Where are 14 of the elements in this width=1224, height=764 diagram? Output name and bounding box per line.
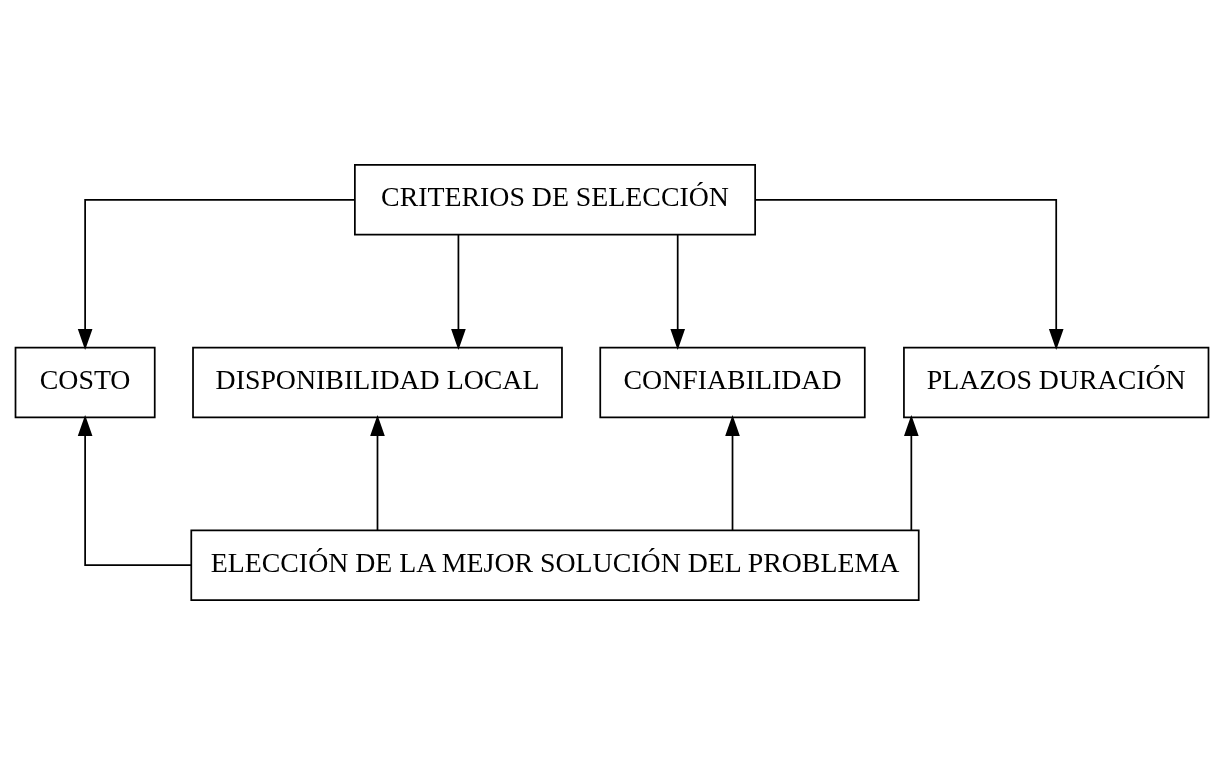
arrow — [754, 198, 1064, 350]
node-box: CRITERIOS DE SELECCIÓN — [354, 163, 756, 235]
arrow — [370, 414, 385, 531]
arrow — [725, 414, 740, 531]
arrow — [77, 198, 356, 350]
arrow — [904, 414, 919, 531]
node-box: PLAZOS DURACIÓN — [903, 346, 1210, 418]
arrow — [77, 414, 193, 566]
node-box: CONFIABILIDAD — [599, 346, 866, 418]
node-box: ELECCIÓN DE LA MEJOR SOLUCIÓN DEL PROBLEMA — [190, 529, 920, 601]
node-box: DISPONIBILIDAD LOCAL — [192, 346, 563, 418]
node-box: COSTO — [14, 346, 156, 418]
arrow — [670, 233, 685, 350]
arrow — [451, 233, 466, 350]
